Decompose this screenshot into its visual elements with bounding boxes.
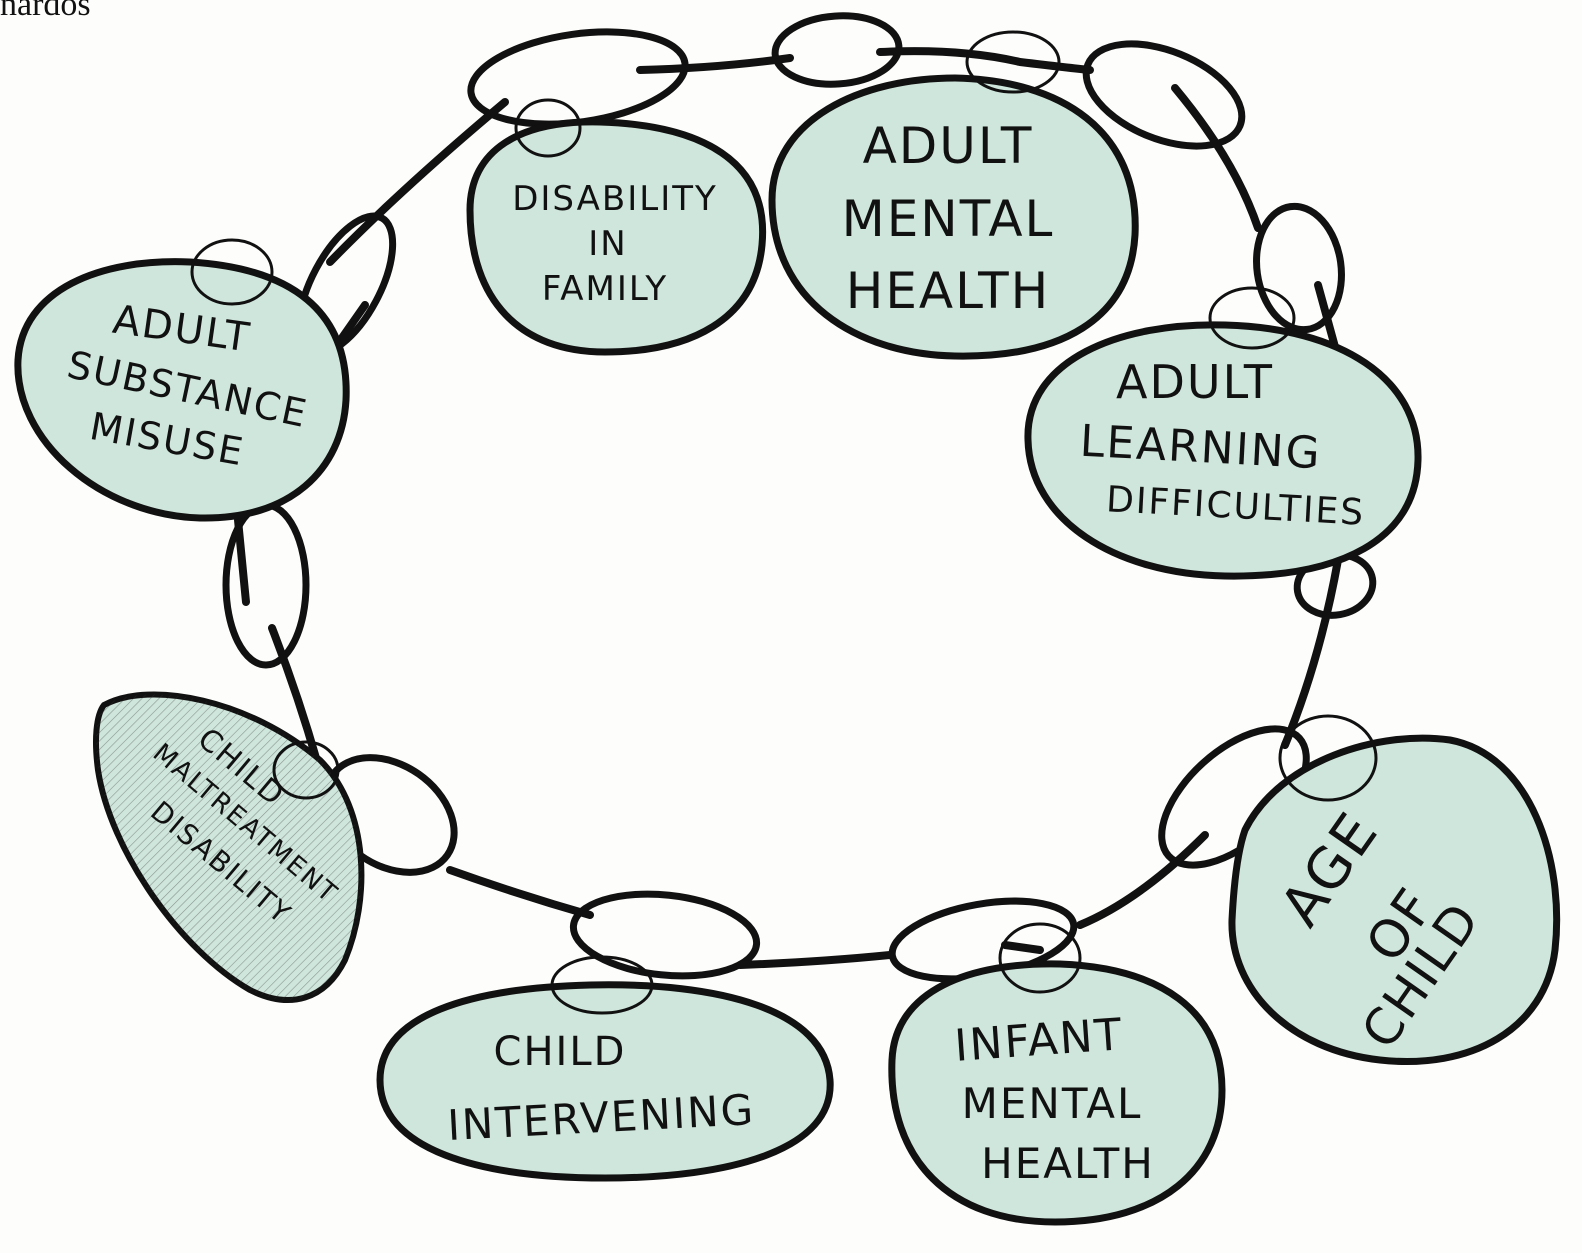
node-label-line: HEALTH <box>981 1139 1155 1188</box>
node-adult-substance-misuse: ADULT SUBSTANCE MISUSE <box>14 238 350 522</box>
node-adult-mental-health: ADULT MENTAL HEALTH <box>768 30 1139 360</box>
chain-strokes <box>234 47 1344 969</box>
node-age-of-child: AGE OF CHILD <box>1228 714 1561 1065</box>
node-label-line: MENTAL <box>842 190 1055 248</box>
node-label-line: FAMILY <box>542 269 668 309</box>
node-label-line: INFANT <box>953 1009 1125 1072</box>
node-label-line: ADULT <box>863 117 1034 175</box>
chain-link <box>569 890 761 980</box>
node-label-line: CHILD <box>494 1029 627 1075</box>
node-child-intervening: CHILD INTERVENING <box>376 955 834 1182</box>
node-label-line: ADULT <box>1116 355 1274 409</box>
node-label-line: DISABILITY <box>512 179 718 219</box>
node-label-line: IN <box>588 224 627 264</box>
node-child-maltreatment-disability: CHILD MALTREATMENT DISABILITY <box>93 691 365 1003</box>
cropped-header-text: nardos <box>0 0 91 23</box>
node-infant-mental-health: INFANT MENTAL HEALTH <box>888 922 1226 1226</box>
node-adult-learning-difficulties: ADULT LEARNING DIFFICULTIES <box>1024 286 1422 580</box>
node-label-line: MENTAL <box>962 1079 1143 1128</box>
chain-link <box>1082 40 1246 150</box>
chain-link <box>771 12 903 88</box>
node-disability-in-family: DISABILITY IN FAMILY <box>466 98 767 356</box>
chain-link <box>1253 202 1345 334</box>
node-label-line: LEARNING <box>1079 416 1323 480</box>
node-label-line: HEALTH <box>846 262 1051 320</box>
